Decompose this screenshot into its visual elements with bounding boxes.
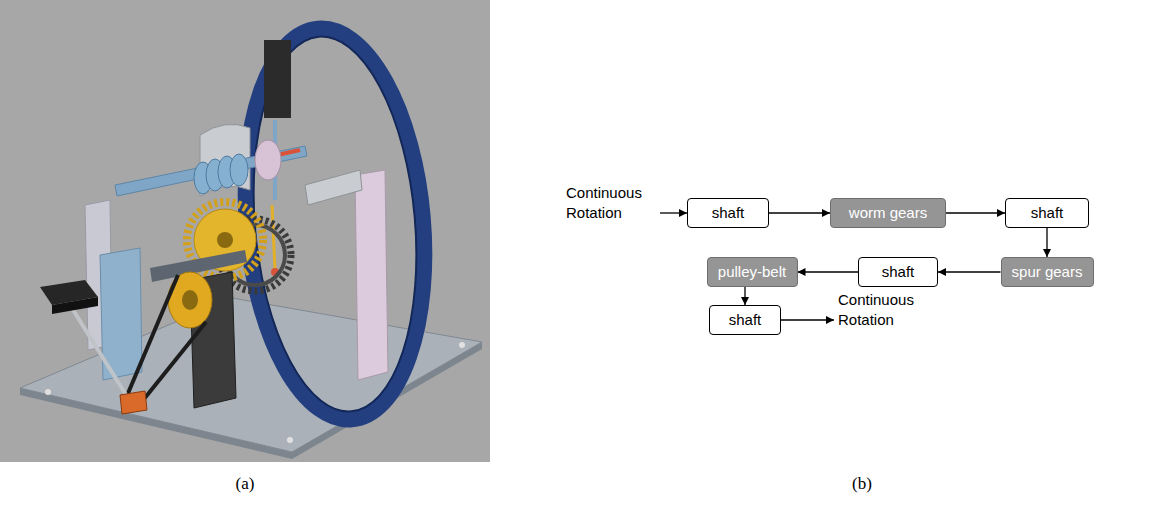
worm-thread [230, 154, 248, 186]
process-box: shaft [858, 257, 938, 287]
bolt-hole [459, 342, 465, 348]
output-shaft [70, 305, 128, 398]
box-text: worm gears [849, 204, 927, 222]
output-label: Continuous Rotation [838, 290, 928, 330]
flow-arrow [946, 212, 1005, 213]
box-text: shaft [1031, 204, 1064, 222]
coupling-disk [255, 140, 281, 180]
box-text: spur gears [1012, 263, 1083, 281]
pulley-hub [182, 290, 198, 310]
motor-box-side [52, 297, 98, 314]
process-box: shaft [709, 305, 781, 335]
cylinder-cover [305, 170, 362, 205]
flow-arrow [1046, 228, 1047, 257]
belt [126, 275, 178, 398]
hub [217, 232, 233, 248]
process-box: shaft [687, 198, 769, 228]
flow-arrow [798, 271, 859, 272]
io-arrow [781, 319, 834, 320]
flywheel-ring-inner [239, 30, 431, 419]
process-box: pulley-belt [707, 257, 798, 287]
belt [140, 322, 206, 404]
top-vane [264, 40, 291, 118]
io-arrow [660, 212, 687, 213]
process-box: shaft [1005, 198, 1089, 228]
process-box: spur gears [1001, 257, 1094, 287]
subfigure-label: (a) [215, 474, 275, 494]
flow-arrow [938, 271, 1001, 272]
flow-arrow [769, 212, 830, 213]
input-label: Continuous Rotation [566, 183, 656, 223]
link-rod [272, 205, 275, 270]
box-text: shaft [882, 263, 915, 281]
bearing-block [120, 391, 147, 414]
process-box: worm gears [830, 198, 946, 228]
box-text: pulley-belt [718, 263, 786, 281]
machine-illustration [0, 0, 490, 462]
box-text: shaft [712, 204, 745, 222]
bolt-hole [45, 389, 51, 395]
right-pillar [355, 170, 388, 380]
subfigure-label: (b) [832, 474, 892, 494]
flow-arrow [744, 287, 745, 305]
bolt-hole [287, 437, 293, 443]
render-background [0, 0, 490, 462]
box-text: shaft [729, 311, 762, 329]
